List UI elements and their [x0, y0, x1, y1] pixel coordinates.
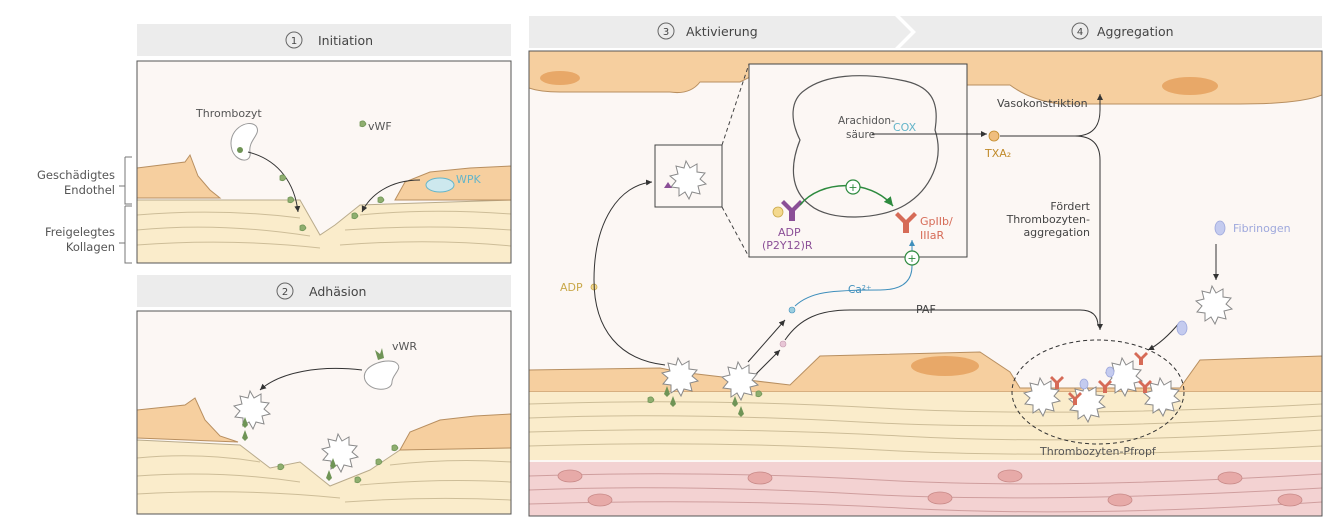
label-endothel-line1: Geschädigtes — [37, 168, 115, 182]
step-2-number: 2 — [282, 287, 288, 298]
side-labels: Geschädigtes Endothel Freigelegtes Kolla… — [37, 156, 132, 264]
label-vwr: vWR — [392, 340, 417, 353]
step-4-number: 4 — [1077, 27, 1083, 38]
label-foerdert-line1: Fördert — [1050, 200, 1090, 213]
panel-initiation: Thrombozyt vWF WPK — [137, 61, 511, 263]
label-cox: COX — [893, 121, 917, 134]
step-3-number: 3 — [663, 27, 669, 38]
label-arachidon-line2: säure — [846, 129, 875, 141]
label-adp: ADP — [560, 281, 583, 294]
label-ca: Ca²⁺ — [848, 284, 872, 296]
label-foerdert-line3: aggregation — [1023, 226, 1090, 239]
plus-sign-2: + — [907, 252, 916, 265]
step-4-header: 4 Aggregation — [900, 16, 1322, 48]
label-vwf: vWF — [368, 120, 392, 133]
panel-aktivierung-aggregation: Arachidon- säure COX ADP (P2Y12)R GpIIb/… — [529, 51, 1322, 516]
step-1-header: 1 Initiation — [137, 24, 511, 56]
step-4-title: Aggregation — [1097, 24, 1174, 39]
label-endothel-line2: Endothel — [64, 183, 115, 197]
label-kollagen-line1: Freigelegtes — [45, 225, 115, 239]
step-2-title: Adhäsion — [309, 284, 366, 299]
step-3-header: 3 Aktivierung — [529, 16, 911, 48]
label-foerdert-line2: Thrombozyten- — [1006, 213, 1090, 226]
label-txa2: TXA₂ — [984, 147, 1011, 160]
label-paf: PAF — [916, 303, 936, 316]
step-1-title: Initiation — [318, 33, 373, 48]
step-1-number: 1 — [291, 36, 297, 47]
label-arachidon-line1: Arachidon- — [838, 115, 895, 127]
label-adp-receptor-line1: ADP — [778, 226, 801, 239]
label-thrombozyt: Thrombozyt — [195, 107, 262, 120]
plus-sign-1: + — [848, 181, 857, 194]
label-kollagen-line2: Kollagen — [66, 240, 115, 254]
label-gp-line2: IIIaR — [920, 229, 944, 242]
label-pfropf: Thrombozyten-Pfropf — [1039, 445, 1157, 458]
label-fibrinogen: Fibrinogen — [1233, 222, 1291, 235]
label-vasokonstriktion: Vasokonstriktion — [997, 97, 1088, 110]
label-adp-receptor-line2: (P2Y12)R — [762, 239, 813, 252]
step-2-header: 2 Adhäsion — [137, 275, 511, 307]
label-gp-line1: GpIIb/ — [920, 215, 953, 228]
label-wpk: WPK — [456, 173, 482, 186]
step-3-title: Aktivierung — [686, 24, 758, 39]
panel-adhaesion: vWR — [137, 311, 511, 514]
